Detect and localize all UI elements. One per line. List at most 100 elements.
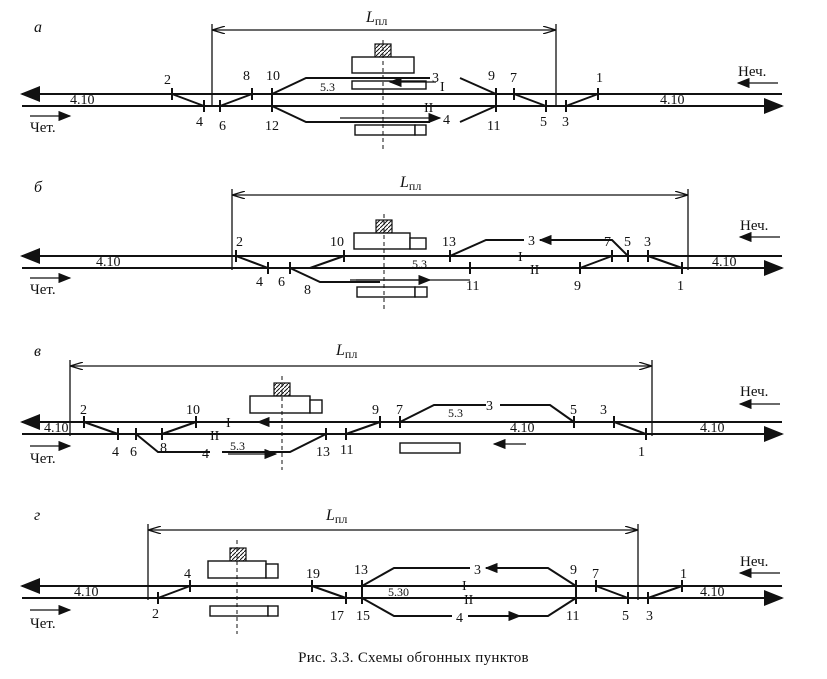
siding-track-3 xyxy=(449,239,524,257)
track-label-4: 4 xyxy=(456,611,463,626)
siding-track-3 xyxy=(486,567,577,587)
svg-text:9: 9 xyxy=(574,279,581,294)
platform xyxy=(399,442,461,454)
siding-track-4 xyxy=(271,105,430,123)
svg-text:8: 8 xyxy=(304,283,311,298)
siding-track-4 xyxy=(222,433,327,453)
svg-text:6: 6 xyxy=(219,119,226,134)
track-label-4: 4 xyxy=(202,447,209,462)
passenger-building-annex xyxy=(409,237,427,250)
siding-track-4 xyxy=(468,597,577,617)
svg-text:8: 8 xyxy=(243,69,250,84)
siding-track-4 xyxy=(361,597,452,617)
svg-text:4: 4 xyxy=(256,275,263,290)
svg-text:2: 2 xyxy=(152,607,159,622)
crossover xyxy=(513,93,547,107)
svg-text:19: 19 xyxy=(306,567,320,582)
svg-text:3: 3 xyxy=(644,235,651,250)
svg-text:1: 1 xyxy=(596,71,603,86)
svg-text:9: 9 xyxy=(488,69,495,84)
svg-text:5: 5 xyxy=(622,609,629,624)
direction-odd: Неч. xyxy=(740,218,768,234)
platform-end xyxy=(414,124,427,136)
svg-text:2: 2 xyxy=(164,73,171,88)
crossover xyxy=(647,585,683,599)
track-label-2: II xyxy=(464,593,474,608)
track-label-1: I xyxy=(518,250,523,265)
svg-text:5: 5 xyxy=(540,115,547,130)
gauge-label: 4.10 xyxy=(712,255,737,270)
dimension-label: Lпл xyxy=(325,507,347,526)
track-label-2: II xyxy=(424,101,434,116)
crossover xyxy=(311,585,347,599)
svg-text:7: 7 xyxy=(592,567,599,582)
switch-numbers: 2 10 9 7 5 3 4 6 8 13 11 1 xyxy=(80,403,645,460)
crossover xyxy=(157,585,191,599)
svg-text:10: 10 xyxy=(186,403,200,418)
panel-v: в Lпл xyxy=(20,342,784,470)
svg-text:1: 1 xyxy=(680,567,687,582)
track-label-3: 3 xyxy=(528,234,535,249)
platform xyxy=(354,124,416,136)
crossover xyxy=(161,421,197,435)
gauge-label: 4.10 xyxy=(700,585,725,600)
crossover xyxy=(613,421,647,435)
svg-text:7: 7 xyxy=(510,71,517,86)
siding-track-3 xyxy=(540,239,629,257)
crossover xyxy=(647,255,683,269)
siding-track-3 xyxy=(500,404,575,423)
platform xyxy=(356,286,416,298)
svg-text:7: 7 xyxy=(396,403,403,418)
track-label-1: I xyxy=(462,579,467,594)
panel-b: б Lпл xyxy=(20,174,784,310)
svg-text:6: 6 xyxy=(278,275,285,290)
direction-even: Чет. xyxy=(30,120,56,136)
svg-text:11: 11 xyxy=(340,443,353,458)
svg-text:9: 9 xyxy=(372,403,379,418)
crossover xyxy=(579,255,613,269)
siding-track-4 xyxy=(289,267,380,283)
crossover xyxy=(595,585,629,599)
svg-text:11: 11 xyxy=(566,609,579,624)
switch-ticks xyxy=(171,88,599,112)
panel-a: а Lпл xyxy=(20,9,784,152)
svg-text:4: 4 xyxy=(184,567,191,582)
track-label-2: II xyxy=(210,429,220,444)
dimension-label: Lпл xyxy=(365,9,387,28)
crossover xyxy=(219,93,253,107)
svg-text:11: 11 xyxy=(487,119,500,134)
switch-ticks xyxy=(83,416,647,440)
gauge-label: 5.3 xyxy=(230,439,245,453)
track-label-4: 4 xyxy=(443,113,450,128)
svg-text:9: 9 xyxy=(570,563,577,578)
crossover xyxy=(83,421,119,435)
gauge-label: 5.3 xyxy=(320,80,335,94)
direction-even: Чет. xyxy=(30,451,56,467)
direction-odd: Неч. xyxy=(740,384,768,400)
platform-end xyxy=(267,605,279,617)
passenger-building-annex xyxy=(265,563,279,579)
gauge-label: 4.10 xyxy=(660,93,685,108)
svg-text:1: 1 xyxy=(677,279,684,294)
gauge-label: 4.10 xyxy=(70,93,95,108)
svg-text:13: 13 xyxy=(442,235,456,250)
gauge-label: 4.10 xyxy=(44,421,69,436)
svg-text:13: 13 xyxy=(316,445,330,460)
figure-caption: Рис. 3.3. Схемы обгонных пунктов xyxy=(298,650,529,666)
station-building-icon xyxy=(229,547,247,562)
gauge-label: 4.10 xyxy=(96,255,121,270)
switch-numbers: 4 19 13 9 7 1 2 17 15 11 5 3 xyxy=(152,563,687,624)
svg-text:4: 4 xyxy=(196,115,203,130)
siding-track-4 xyxy=(459,105,497,123)
svg-text:2: 2 xyxy=(236,235,243,250)
platform-end xyxy=(414,286,428,298)
panel-letter: в xyxy=(34,343,41,360)
siding-track-4 xyxy=(135,433,210,453)
svg-text:3: 3 xyxy=(562,115,569,130)
track-label-2: II xyxy=(530,263,540,278)
panel-g: г Lпл xyxy=(20,507,784,634)
switch-numbers: 2 10 13 7 5 3 4 6 8 11 9 1 xyxy=(236,235,684,298)
svg-text:10: 10 xyxy=(266,69,280,84)
svg-text:1: 1 xyxy=(638,445,645,460)
